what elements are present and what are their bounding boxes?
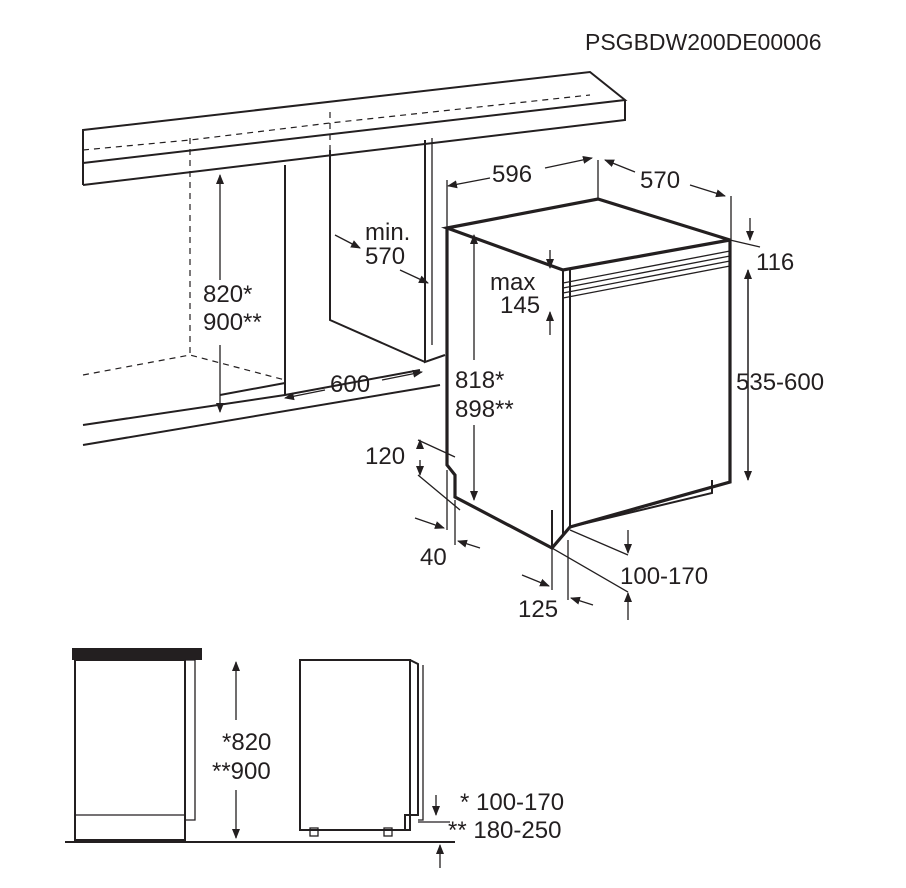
niche-min-label: min. — [365, 219, 410, 246]
side-view-dishwasher — [299, 659, 450, 868]
door-height-label: 535-600 — [736, 369, 824, 396]
side-range-b: ** 180-250 — [448, 817, 561, 844]
niche-height-a: 820* — [203, 281, 252, 308]
dishwasher-3d — [440, 160, 732, 551]
kitchen-niche — [82, 70, 628, 446]
niche-min-value: 570 — [365, 243, 405, 270]
side-height-a: *820 — [222, 729, 271, 756]
model-code: PSGBDW200DE00006 — [585, 29, 822, 55]
niche-width-label: 600 — [330, 371, 370, 398]
kick-depth-label: 125 — [518, 596, 558, 623]
side-height-b: **900 — [212, 758, 271, 785]
niche-height-b: 900** — [203, 309, 262, 336]
side-range-a: * 100-170 — [460, 789, 564, 816]
width-label: 596 — [492, 161, 532, 188]
top-offset-label: 116 — [756, 249, 794, 276]
depth-label: 570 — [640, 167, 680, 194]
height-b-label: 898** — [455, 396, 514, 423]
kick-range-label: 100-170 — [620, 563, 708, 590]
plinth-depth-label: 40 — [420, 544, 447, 571]
max-value-label: 145 — [500, 292, 540, 319]
plinth-height-label: 120 — [365, 443, 405, 470]
side-view-niche — [72, 648, 240, 841]
dimension-lines — [216, 155, 761, 620]
height-a-label: 818* — [455, 367, 504, 394]
max-label: max — [490, 269, 535, 296]
